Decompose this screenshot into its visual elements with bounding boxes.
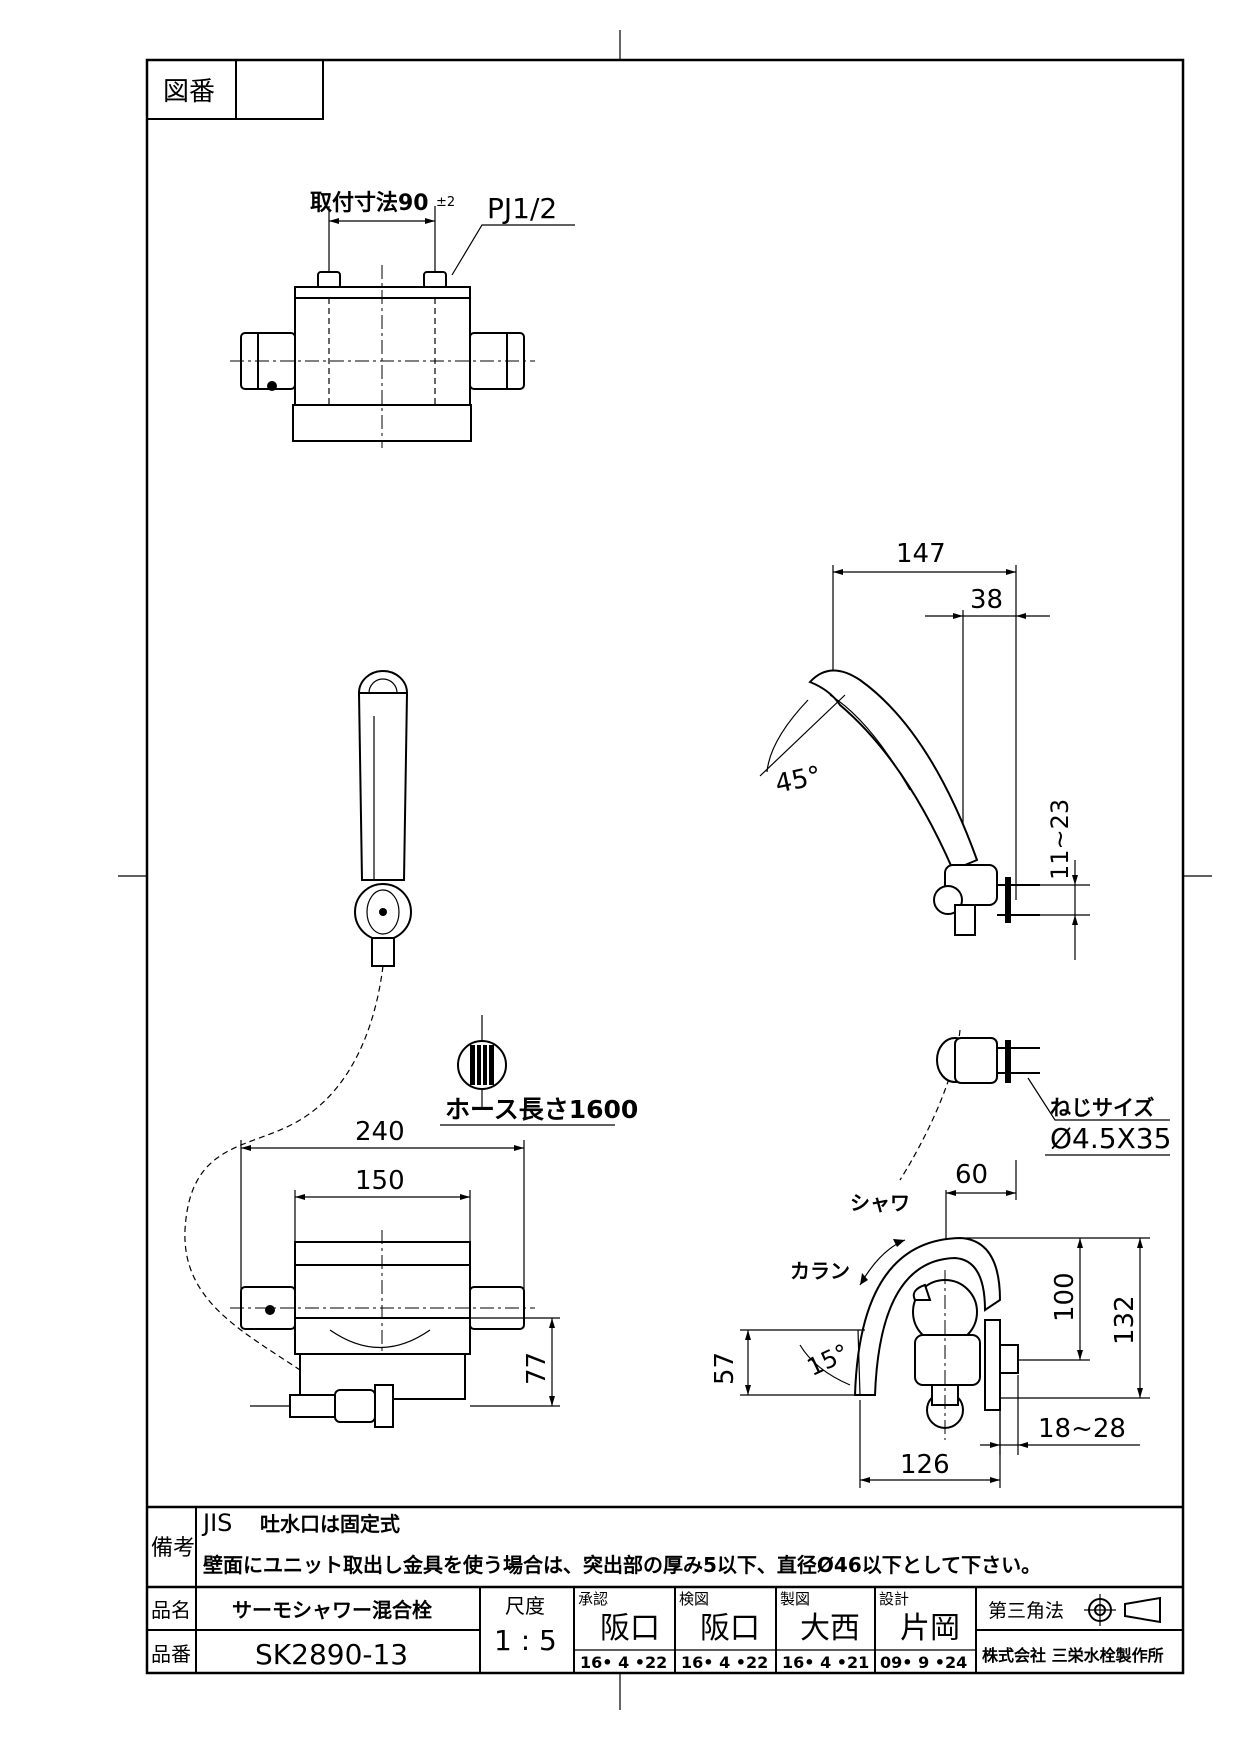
design-label: 設計 xyxy=(879,1590,909,1608)
third-angle-symbol-icon xyxy=(1084,1594,1161,1626)
hand-shower xyxy=(354,670,412,967)
product-number: SK2890-13 xyxy=(255,1638,408,1671)
dimension-147: 147 xyxy=(896,539,946,569)
wall-bracket: ねじサイズ Ø4.5X35 xyxy=(936,1037,1171,1156)
angle-45: 45° xyxy=(773,761,824,800)
screw-size-value: Ø4.5X35 xyxy=(1050,1122,1171,1155)
dimension-38: 38 xyxy=(970,585,1003,615)
shower-label: シャワ xyxy=(850,1191,910,1215)
dimension-150: 150 xyxy=(355,1166,405,1196)
product-name: サーモシャワー混合栓 xyxy=(232,1598,432,1622)
dimension-240: 240 xyxy=(355,1117,405,1147)
dimension-18-28: 18~28 xyxy=(1038,1414,1126,1444)
draw-name: 大西 xyxy=(800,1611,860,1646)
projection-label: 第三角法 xyxy=(988,1600,1064,1622)
notes-label: 備考 xyxy=(151,1536,195,1561)
drawing-number-box: 図番 xyxy=(147,60,324,120)
product-number-label: 品番 xyxy=(151,1642,191,1666)
top-view: 取付寸法90 ±2 PJ1/2 xyxy=(230,191,575,448)
karan-label: カラン xyxy=(790,1259,850,1283)
scale-label: 尺度 xyxy=(505,1594,545,1618)
title-block: 品名 サーモシャワー混合栓 品番 SK2890-13 尺度 1 : 5 承認 阪… xyxy=(147,1585,1183,1673)
lever-view: 60 シャワ カラン 100 132 57 xyxy=(710,1160,1150,1488)
side-view: 147 38 45° 11~23 xyxy=(759,539,1090,960)
design-date: 09• 9 •24 xyxy=(880,1653,967,1672)
dimension-60: 60 xyxy=(955,1160,988,1190)
mount-dimension-label: 取付寸法90 xyxy=(310,191,429,216)
company-name: 株式会社 三栄水栓製作所 xyxy=(982,1646,1164,1665)
screw-size-label: ねじサイズ xyxy=(1050,1096,1154,1120)
notes-block: 備考 JIS 吐水口は固定式 壁面にユニット取出し金具を使う場合は、突出部の厚み… xyxy=(147,1505,1183,1587)
design-name: 片岡 xyxy=(900,1611,960,1646)
product-name-label: 品名 xyxy=(151,1598,191,1622)
check-name: 阪口 xyxy=(700,1611,760,1646)
check-label: 検図 xyxy=(679,1590,709,1608)
dimension-11-23: 11~23 xyxy=(1046,799,1074,880)
draw-date: 16• 4 •21 xyxy=(782,1653,869,1672)
hose-section: ホース長さ1600 xyxy=(440,1015,638,1126)
approve-date: 16• 4 •22 xyxy=(580,1653,667,1672)
dimension-126: 126 xyxy=(900,1450,950,1480)
dimension-57: 57 xyxy=(710,1352,740,1385)
scale-value: 1 : 5 xyxy=(494,1624,557,1657)
approve-name: 阪口 xyxy=(600,1611,660,1646)
angle-15: 15° xyxy=(803,1338,853,1381)
approve-label: 承認 xyxy=(578,1590,608,1608)
hose-length-label: ホース長さ1600 xyxy=(445,1095,638,1124)
notes-jis: JIS xyxy=(201,1509,232,1537)
sheet-frame xyxy=(118,30,1212,1710)
pipe-thread-label: PJ1/2 xyxy=(487,192,557,225)
notes-mounting-note: 壁面にユニット取出し金具を使う場合は、突出部の厚み5以下、直径Ø46以下として下… xyxy=(203,1553,1041,1577)
drawing-number-label: 図番 xyxy=(163,77,215,107)
dimension-100: 100 xyxy=(1050,1272,1080,1322)
front-view: 240 150 77 xyxy=(230,1117,560,1428)
draw-label: 製図 xyxy=(780,1590,810,1608)
mount-dimension-tolerance: ±2 xyxy=(436,195,455,210)
notes-spout-fixed: 吐水口は固定式 xyxy=(260,1512,400,1536)
check-date: 16• 4 •22 xyxy=(681,1653,768,1672)
dimension-132: 132 xyxy=(1110,1295,1140,1345)
dimension-77: 77 xyxy=(522,1352,552,1385)
